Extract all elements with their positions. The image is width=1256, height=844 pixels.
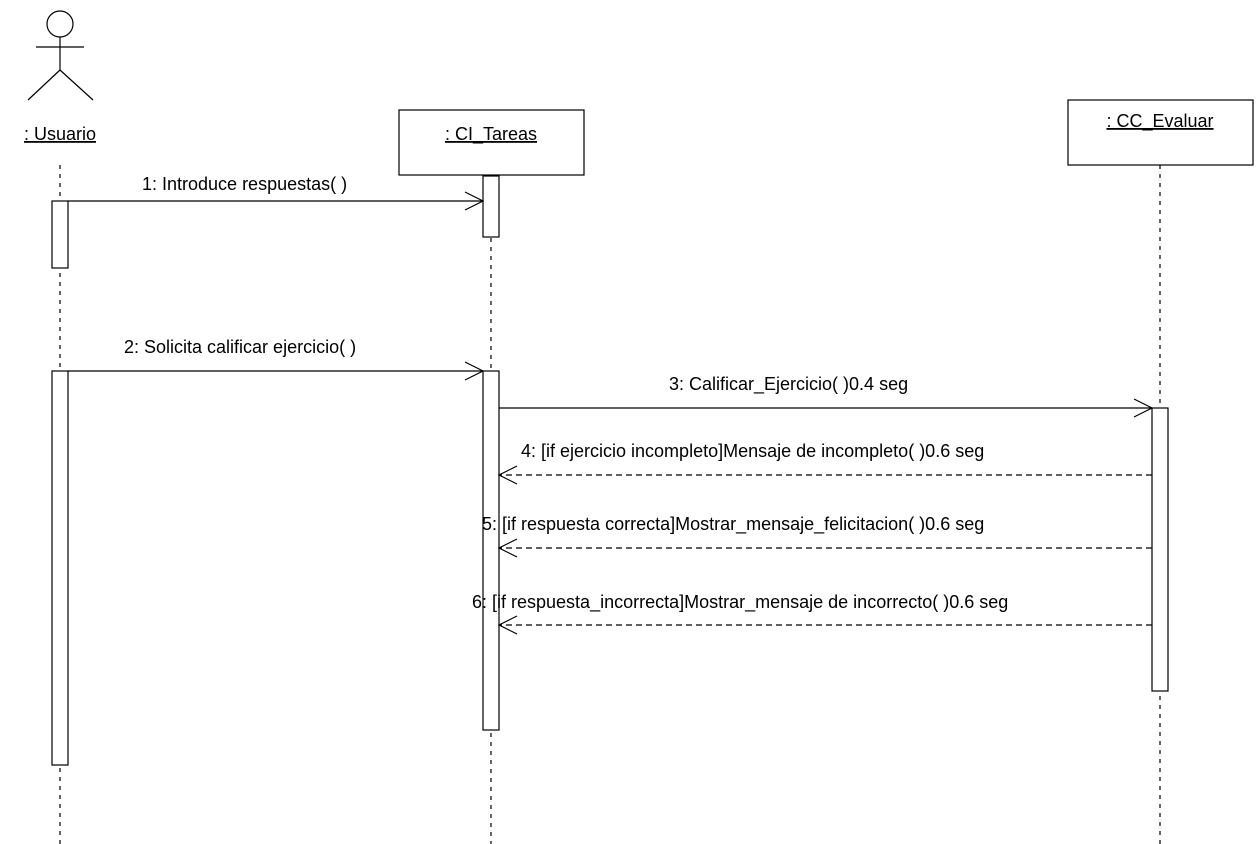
open-arrowhead-icon <box>497 465 518 485</box>
message-6-label: 6: [if respuesta_incorrecta]Mostrar_mens… <box>472 592 1008 613</box>
open-arrowhead-icon <box>497 538 518 558</box>
activation-usuario-1 <box>51 200 69 269</box>
message-2: 2: Solicita calificar ejercicio( ) <box>68 337 485 381</box>
object-cc-evaluar-box <box>1067 99 1254 166</box>
message-5: 5: [if respuesta correcta]Mostrar_mensaj… <box>482 514 1152 558</box>
activation-usuario-2 <box>51 370 69 766</box>
object-cc-evaluar-label: : CC_Evaluar <box>1106 111 1213 132</box>
object-ci-tareas: : CI_Tareas <box>398 109 585 176</box>
message-5-label: 5: [if respuesta correcta]Mostrar_mensaj… <box>482 514 984 535</box>
activation-ci-tareas-2 <box>482 370 500 731</box>
message-1: 1: Introduce respuestas( ) <box>68 174 485 211</box>
open-arrowhead-icon <box>497 615 518 635</box>
message-3-label: 3: Calificar_Ejercicio( )0.4 seg <box>669 374 908 395</box>
message-6: 6: [if respuesta_incorrecta]Mostrar_mens… <box>472 592 1152 635</box>
activation-cc-evaluar <box>1151 407 1169 692</box>
open-arrowhead-icon <box>1133 398 1154 418</box>
message-4-label: 4: [if ejercicio incompleto]Mensaje de i… <box>521 441 984 461</box>
message-1-label: 1: Introduce respuestas( ) <box>142 174 347 194</box>
activation-ci-tareas-1 <box>482 175 500 238</box>
message-3: 3: Calificar_Ejercicio( )0.4 seg <box>499 374 1154 418</box>
actor-usuario-label: : Usuario <box>24 124 96 144</box>
open-arrowhead-icon <box>464 191 485 211</box>
object-ci-tareas-box <box>398 109 585 176</box>
actor-usuario: : Usuario <box>24 10 96 144</box>
object-cc-evaluar: : CC_Evaluar <box>1067 99 1254 166</box>
message-4: 4: [if ejercicio incompleto]Mensaje de i… <box>497 441 1152 485</box>
stick-figure-icon <box>27 10 94 101</box>
message-2-label: 2: Solicita calificar ejercicio( ) <box>124 337 356 357</box>
open-arrowhead-icon <box>464 361 485 381</box>
object-ci-tareas-label: : CI_Tareas <box>445 124 537 145</box>
